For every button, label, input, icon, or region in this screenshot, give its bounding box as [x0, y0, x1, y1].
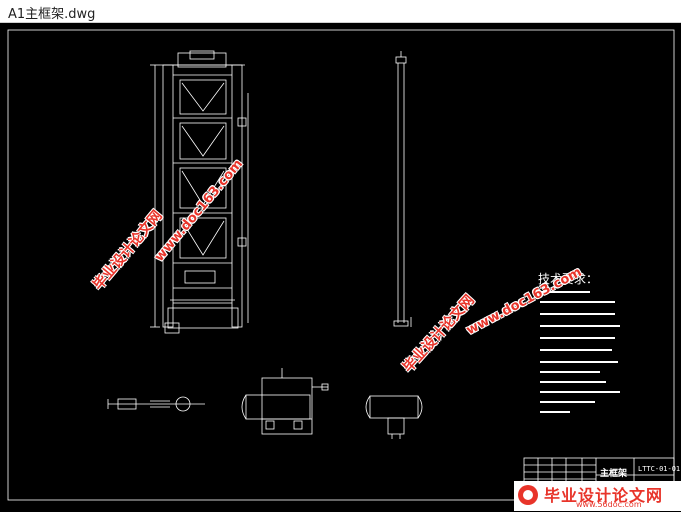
drawing-border: [7, 29, 675, 501]
side-column-view: [393, 51, 412, 327]
title-block-name: 主框架: [600, 469, 628, 479]
tech-requirements-rows: [540, 291, 620, 413]
tech-requirements-title: 技术要求：: [538, 272, 599, 286]
brand-url: www.56doc.com: [576, 500, 642, 509]
main-frame-front-view: [150, 50, 249, 334]
window-titlebar: A1主框架.dwg: [0, 0, 681, 23]
detail-view-center: [241, 368, 329, 435]
cad-drawing-canvas[interactable]: 技术要求： 主框架 LTTC-01-01 毕业设计论文网 www.doc163.…: [0, 23, 681, 512]
detail-view-left: [107, 396, 205, 412]
window-title: A1主框架.dwg: [8, 7, 96, 22]
detail-view-right: [365, 395, 423, 439]
brand-name: 毕业设计论文网: [544, 486, 664, 505]
brand-logo-icon: [518, 485, 538, 505]
title-block-code: LTTC-01-01: [638, 465, 681, 473]
brand-banner[interactable]: 毕业设计论文网 www.56doc.com: [514, 481, 681, 511]
